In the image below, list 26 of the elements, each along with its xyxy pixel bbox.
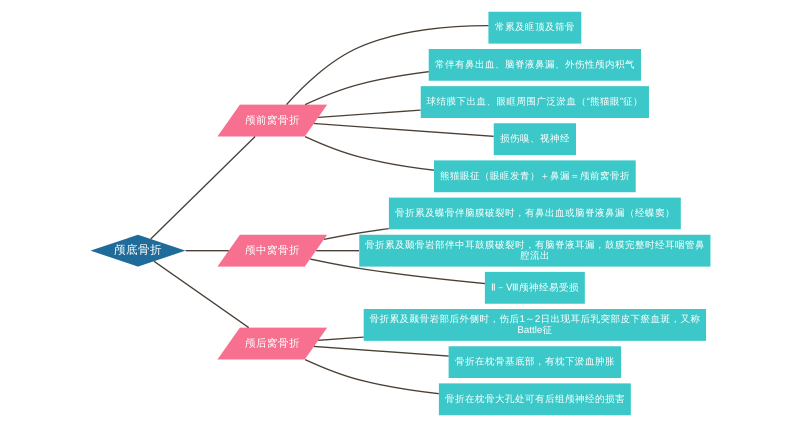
connector xyxy=(304,136,434,171)
node-box: 熊猫眼征（眼眶发青）＋鼻漏＝颅前窝骨折 xyxy=(434,160,636,192)
node-box: 骨折累及颞骨岩部后外侧时，伤后1～2日出现耳后乳突部皮下瘀血斑，又称Battle征 xyxy=(363,309,706,341)
connector xyxy=(150,136,256,240)
connector xyxy=(313,346,448,357)
connector xyxy=(313,122,494,137)
connector xyxy=(310,258,484,284)
connector xyxy=(316,250,358,252)
node-box: 骨折累及蝶骨伴脑膜破裂时，有鼻出血或脑脊液鼻漏（经蝶窦） xyxy=(388,198,680,230)
node-box: 常累及眶顶及筛骨 xyxy=(488,12,581,44)
node-box: Ⅱ－Ⅷ颅神经易受损 xyxy=(484,272,584,304)
connector xyxy=(323,228,388,240)
connector xyxy=(304,358,438,394)
connector xyxy=(185,250,228,252)
node-box: 球结膜下出血、眼眶周围广泛淤血（“熊猫眼”征） xyxy=(420,86,648,118)
connector xyxy=(318,336,364,341)
node-box: 骨折在枕骨大孔处可有后组颅神经的损害 xyxy=(438,383,630,416)
connector xyxy=(318,109,420,118)
connector xyxy=(286,24,488,106)
node-diamond: 颅底骨折 xyxy=(90,234,185,267)
connector xyxy=(153,260,249,328)
node-box: 骨折在枕骨基底部，有枕下淤血肿胀 xyxy=(448,346,621,378)
connector xyxy=(304,71,428,106)
node-box: 骨折累及颞骨岩部伴中耳鼓膜破裂时，有脑脊液耳漏，鼓膜完整时经耳咽管鼻腔流出 xyxy=(358,234,710,267)
node-box: 常伴有鼻出血、脑脊液鼻漏、外伤性颅内积气 xyxy=(428,48,641,81)
node-box: 损伤嗅、视神经 xyxy=(493,123,576,156)
